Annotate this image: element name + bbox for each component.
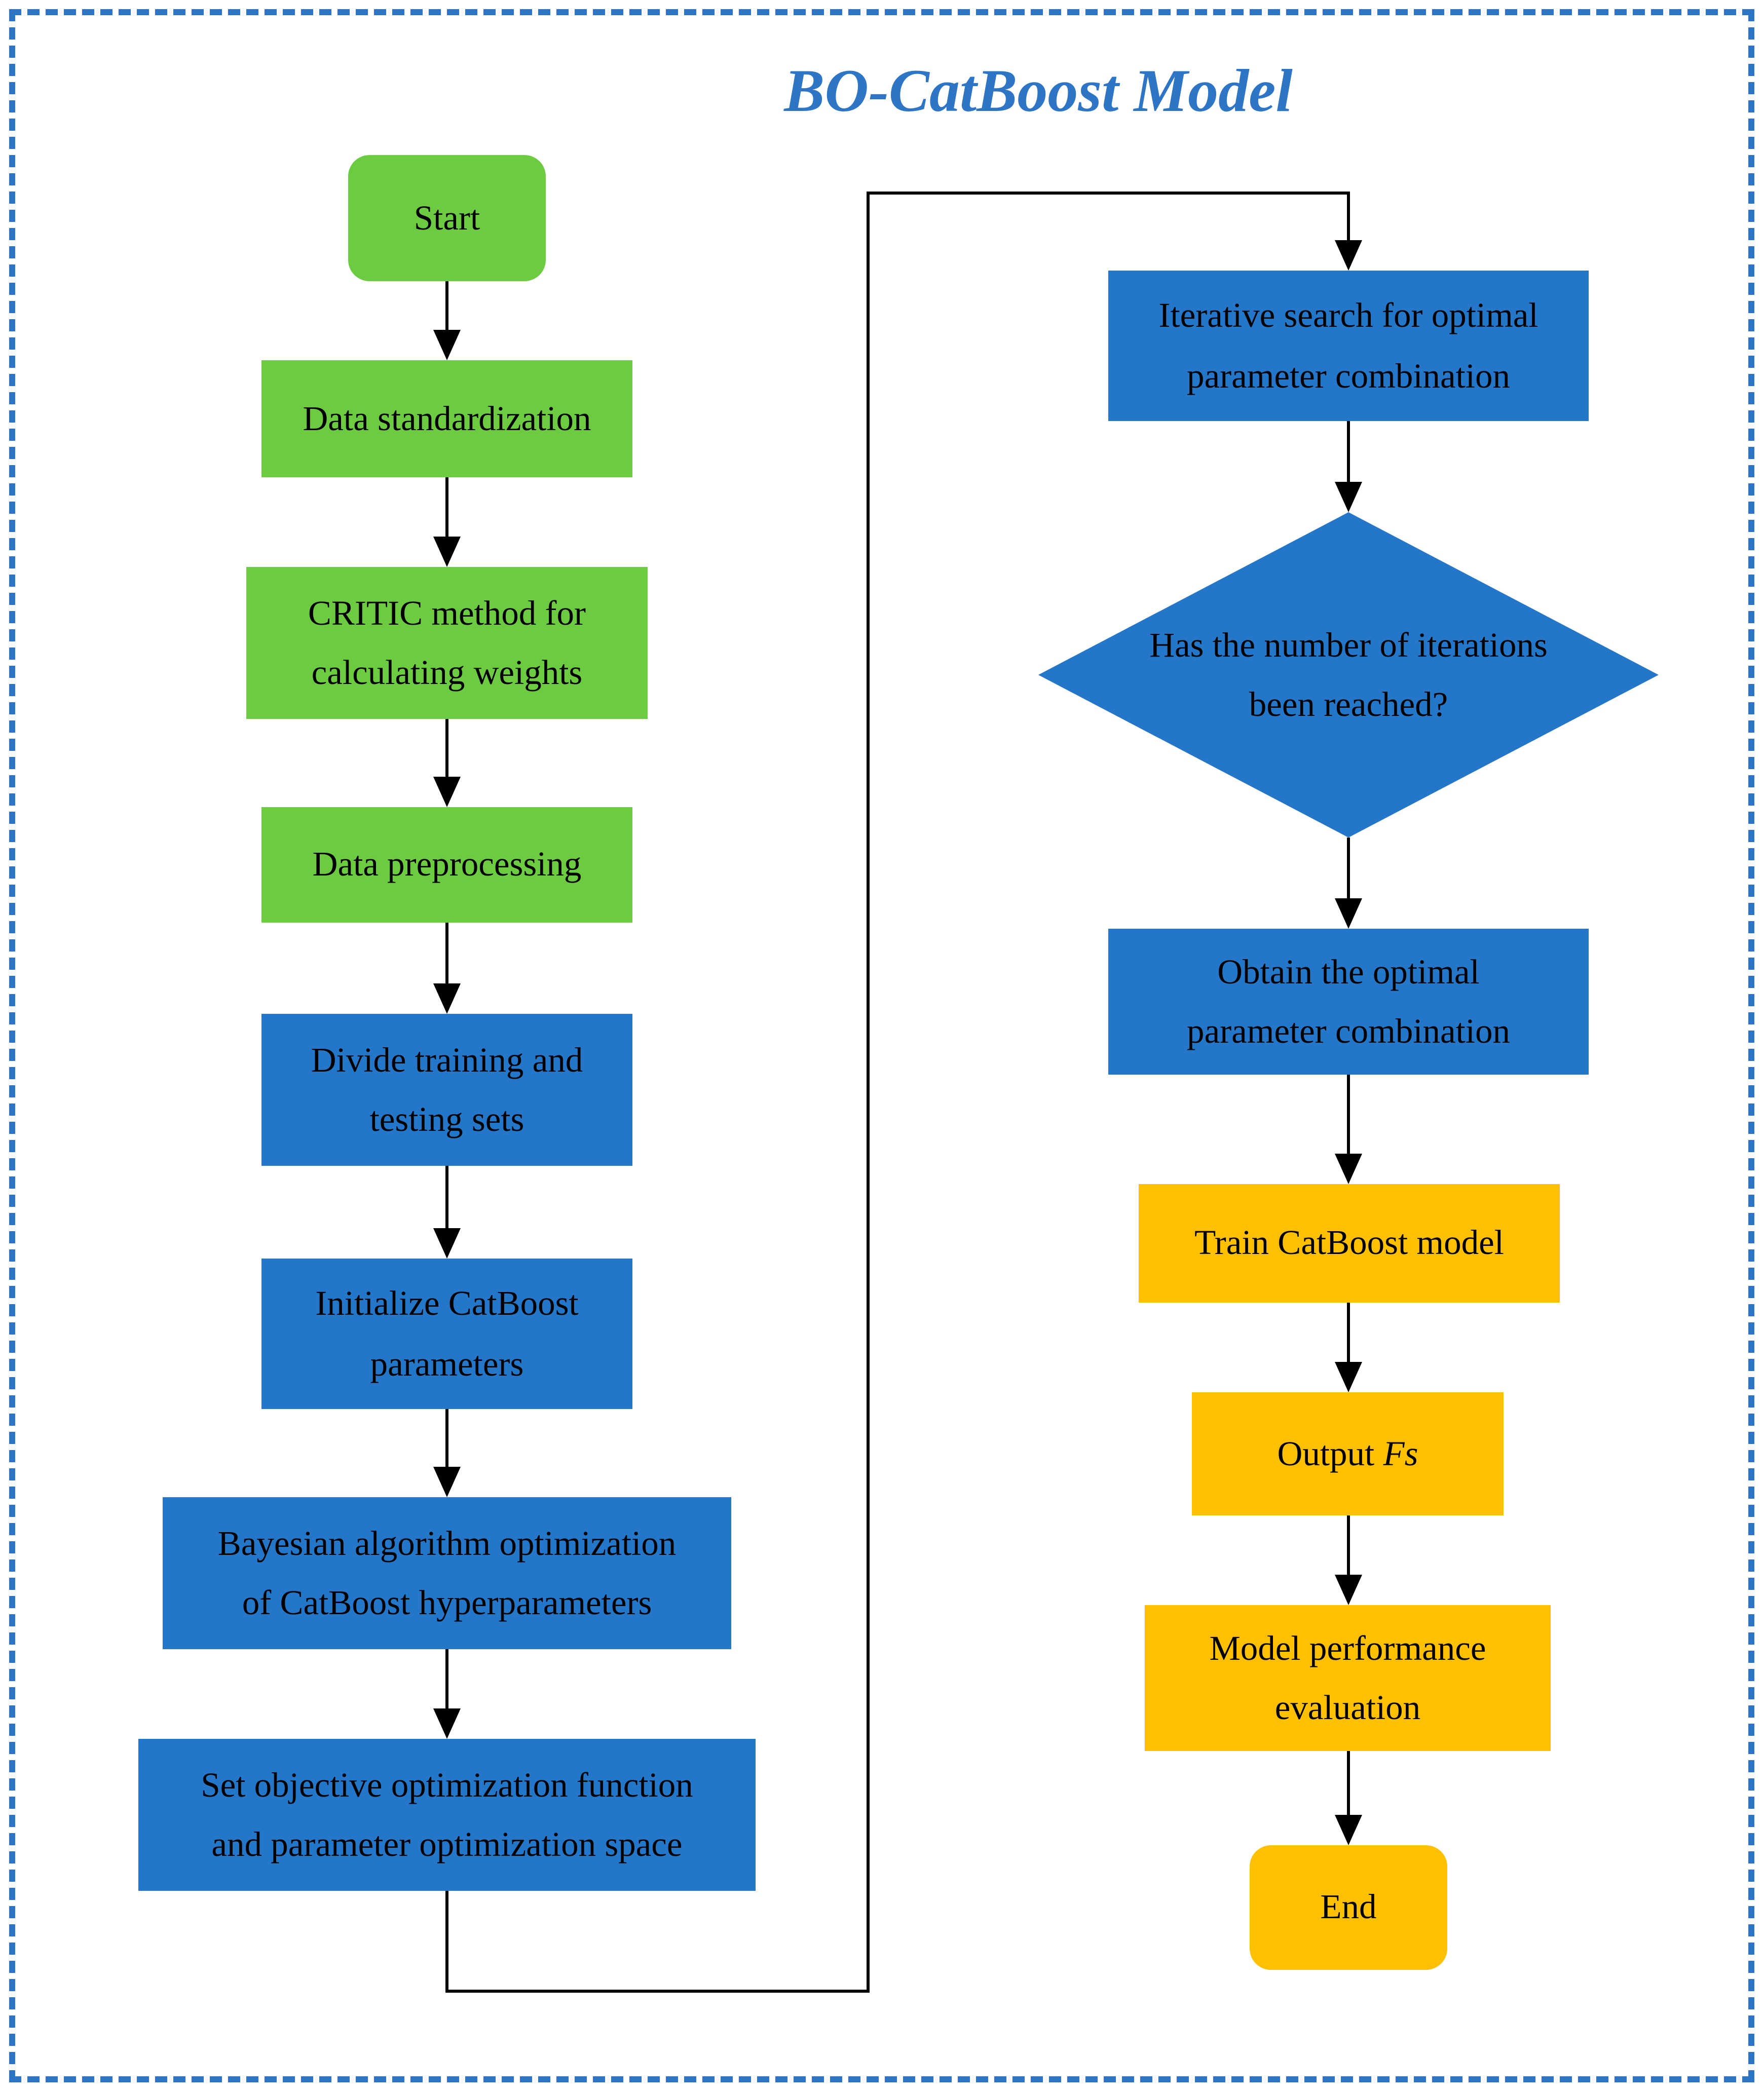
loop-segment-up — [867, 192, 870, 1993]
node-obtain-optimal-line2: parameter combination — [1186, 1012, 1510, 1050]
node-initialize-params-line2: parameters — [370, 1344, 524, 1383]
node-critic-method-line1: CRITIC method for — [308, 594, 586, 632]
node-divide-sets-line2: testing sets — [369, 1100, 524, 1138]
arrow-train-to-output — [1335, 1303, 1362, 1392]
node-data-standardization-label: Data standardization — [303, 399, 591, 438]
node-data-standardization: Data standardization — [261, 360, 632, 477]
arrow-bayesian-to-set-objective — [433, 1649, 461, 1739]
arrow-loop-to-iterative-search — [1335, 195, 1362, 271]
node-data-preprocessing: Data preprocessing — [261, 807, 632, 923]
node-initialize-params: Initialize CatBoost parameters — [261, 1259, 632, 1409]
node-data-preprocessing-label: Data preprocessing — [312, 846, 582, 884]
node-set-objective: Set objective optimization function and … — [138, 1739, 756, 1891]
node-model-evaluation: Model performance evaluation — [1145, 1605, 1551, 1751]
node-end: End — [1250, 1845, 1447, 1970]
loop-segment-bottom — [445, 1990, 870, 1993]
arrow-output-to-evaluation — [1335, 1515, 1362, 1605]
node-iterations-decision: Has the number of iterations been reache… — [1038, 512, 1659, 838]
node-output-fs-variable: Fs — [1383, 1434, 1418, 1473]
node-output-fs-label: Output Fs — [1278, 1424, 1418, 1484]
loop-segment-down — [445, 1891, 448, 1993]
arrow-obtain-to-train — [1335, 1075, 1362, 1184]
node-iterations-decision-line2: been reached? — [1249, 686, 1448, 724]
decision-text: Has the number of iterations been reache… — [1038, 512, 1659, 838]
node-divide-sets: Divide training and testing sets — [261, 1014, 632, 1166]
node-bayesian-optimization: Bayesian algorithm optimization of CatBo… — [163, 1497, 731, 1649]
node-divide-sets-line1: Divide training and — [311, 1041, 583, 1079]
arrow-decision-to-obtain — [1335, 838, 1362, 929]
node-model-evaluation-line2: evaluation — [1274, 1689, 1421, 1727]
node-output-fs-prefix: Output — [1277, 1434, 1375, 1473]
node-iterative-search-line1: Iterative search for optimal — [1158, 297, 1538, 335]
arrow-divide-to-initialize — [433, 1166, 461, 1259]
node-critic-method-line2: calculating weights — [311, 654, 583, 692]
node-iterative-search-line2: parameter combination — [1186, 356, 1510, 395]
node-obtain-optimal-line1: Obtain the optimal — [1217, 953, 1480, 991]
node-model-evaluation-line1: Model performance — [1209, 1629, 1486, 1667]
node-train-model: Train CatBoost model — [1139, 1184, 1560, 1303]
arrow-iterative-to-decision — [1335, 421, 1362, 512]
arrow-preprocessing-to-divide — [433, 923, 461, 1014]
arrow-initialize-to-bayesian — [433, 1409, 461, 1497]
node-train-model-label: Train CatBoost model — [1194, 1224, 1504, 1263]
node-start-label: Start — [414, 199, 480, 237]
node-bayesian-optimization-line1: Bayesian algorithm optimization — [217, 1524, 677, 1563]
node-end-label: End — [1320, 1888, 1377, 1927]
node-set-objective-line1: Set objective optimization function — [201, 1766, 693, 1804]
decision-diamond-shape — [1038, 512, 1659, 838]
node-critic-method: CRITIC method for calculating weights — [246, 567, 648, 719]
node-set-objective-line2: and parameter optimization space — [211, 1825, 683, 1863]
node-iterations-decision-line1: Has the number of iterations — [1149, 626, 1548, 664]
node-initialize-params-line1: Initialize CatBoost — [315, 1285, 579, 1323]
node-output-fs: Output Fs — [1192, 1392, 1504, 1515]
arrow-evaluation-to-end — [1335, 1751, 1362, 1845]
node-bayesian-optimization-line2: of CatBoost hyperparameters — [242, 1584, 652, 1622]
arrow-data-standardization-to-critic — [433, 477, 461, 567]
arrow-start-to-data-standardization — [433, 281, 461, 360]
node-iterative-search: Iterative search for optimal parameter c… — [1108, 271, 1589, 421]
page-title: BO-CatBoost Model — [784, 56, 1293, 125]
arrow-critic-to-preprocessing — [433, 719, 461, 807]
loop-segment-top — [867, 192, 1350, 195]
node-start: Start — [348, 155, 546, 281]
node-obtain-optimal: Obtain the optimal parameter combination — [1108, 929, 1589, 1075]
